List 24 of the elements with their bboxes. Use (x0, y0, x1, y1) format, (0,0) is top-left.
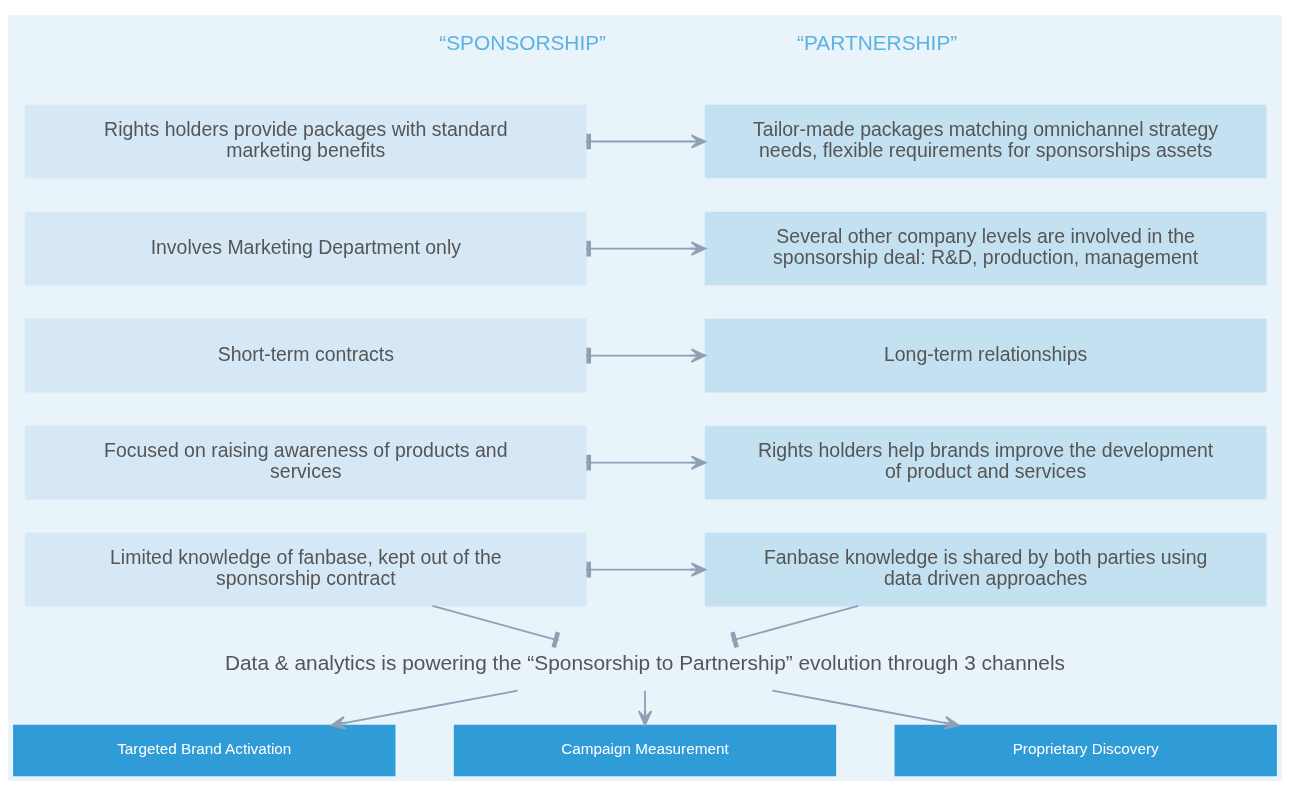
label: “PARTNERSHIP” (797, 31, 958, 55)
arrow (585, 561, 707, 578)
node-box: Targeted Brand Activation (13, 724, 396, 777)
label: “SPONSORSHIP” (439, 31, 607, 55)
arrow (585, 454, 707, 471)
node-box: Rights holders provide packages with standard marketing benefits (24, 104, 587, 179)
node-text: Data & analytics is powering the “Sponsorship to Partnership” evolution through 3 channels (224, 651, 1066, 675)
node-box: Limited knowledge of fanbase, kept out of the sponsorship contract (24, 532, 587, 607)
node-box: Involves Marketing Department only (24, 211, 587, 286)
node-box: Proprietary Discovery (894, 724, 1277, 777)
node-box: Fanbase knowledge is shared by both parties using data driven approaches (704, 532, 1267, 607)
node-box: Several other company levels are involved in the sponsorship deal: R&D, production, management (704, 211, 1267, 286)
arrow (637, 689, 653, 726)
arrow (771, 689, 960, 730)
connector (730, 605, 860, 648)
node-box: Focused on raising awareness of products and services (24, 425, 587, 500)
node-box: Rights holders help brands improve the development of product and services (704, 425, 1267, 500)
arrow (330, 689, 519, 730)
node-box: Short-term contracts (24, 318, 587, 393)
arrow (585, 347, 707, 364)
node-box: Tailor-made packages matching omnichannel strategy needs, flexible requirements for sponsorships assets (704, 104, 1267, 179)
connector (431, 605, 561, 648)
node-box: Long-term relationships (704, 318, 1267, 393)
node-box: Campaign Measurement (453, 724, 837, 777)
